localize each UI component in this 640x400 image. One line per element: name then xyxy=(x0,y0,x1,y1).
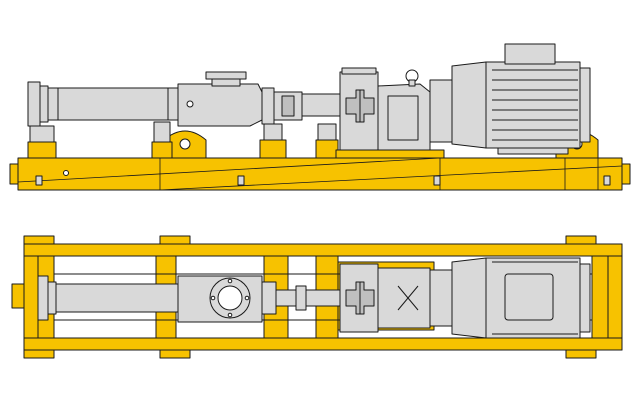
motor-foot xyxy=(497,147,569,155)
top-gearbox-housing xyxy=(377,267,431,329)
bottom-frame-rail xyxy=(23,337,623,351)
bolt-icon xyxy=(186,100,194,108)
anchor-bolt xyxy=(603,175,611,186)
frame-corner-tab xyxy=(159,349,191,359)
gearbox-cross-icon xyxy=(397,285,419,311)
top-shaft-collar xyxy=(295,285,307,311)
side-coupling xyxy=(339,67,379,151)
side-inlet-flange-right xyxy=(621,163,631,185)
bearing-housing xyxy=(261,87,275,125)
anchor-bolt xyxy=(35,175,43,186)
top-coupling xyxy=(339,263,379,333)
top-bearing-housing xyxy=(261,281,277,315)
drive-base-plate xyxy=(335,149,445,159)
terminal-box xyxy=(504,43,556,65)
side-anchor-bolts xyxy=(35,175,611,186)
pump-foot xyxy=(317,123,337,141)
support-pedestal xyxy=(315,139,339,159)
side-base-diagonal xyxy=(17,157,441,183)
side-inlet-flange-left xyxy=(9,163,19,185)
anchor-bolt xyxy=(237,175,245,186)
side-pump xyxy=(27,71,343,127)
side-base-beam xyxy=(17,157,623,191)
flange-bolt-icon xyxy=(227,278,233,284)
flange-bolt-icon xyxy=(244,295,250,301)
anchor-bolt xyxy=(433,175,441,186)
flange-bolt-icon xyxy=(210,295,216,301)
pump-foot xyxy=(29,125,55,143)
top-terminal-box xyxy=(504,273,554,321)
motor-flange xyxy=(429,79,453,143)
top-drive-shaft xyxy=(275,289,343,307)
pump-foot xyxy=(153,121,171,143)
support-pedestal xyxy=(27,141,57,159)
cross-member xyxy=(591,255,609,339)
frame-corner-tab xyxy=(159,235,191,245)
top-view xyxy=(11,235,623,359)
lifting-eye-stem xyxy=(408,79,416,87)
bearing-window-slot xyxy=(281,95,295,117)
side-base-diagonal-lower xyxy=(159,165,623,191)
side-pump-feet xyxy=(29,121,337,143)
pump-foot xyxy=(263,123,283,141)
gearbox-inner xyxy=(387,95,419,141)
side-motor xyxy=(429,43,591,155)
top-motor-body xyxy=(451,257,487,339)
support-pedestal xyxy=(151,141,173,159)
suction-flange-plate xyxy=(39,85,49,123)
side-view xyxy=(9,43,631,191)
top-stator-tube xyxy=(55,283,179,313)
top-frame-rail xyxy=(23,243,623,257)
motor-stator xyxy=(485,61,581,149)
lifting-lug-hole-icon xyxy=(179,138,191,150)
side-base-frame xyxy=(9,157,631,191)
frame-corner-tab xyxy=(23,235,55,245)
discharge-port-icon xyxy=(217,285,243,311)
side-gearbox xyxy=(377,69,431,151)
side-pump-supports xyxy=(27,139,445,159)
top-suction-flange xyxy=(37,275,49,321)
motor-body xyxy=(451,61,487,149)
suction-flange xyxy=(27,81,41,127)
top-gearbox xyxy=(377,267,431,329)
drive-shaft-housing xyxy=(301,93,343,117)
frame-corner-tab xyxy=(565,349,597,359)
top-motor-flange xyxy=(429,269,453,327)
top-motor xyxy=(429,257,591,339)
coupling-guard-top xyxy=(341,67,377,75)
frame-corner-tab xyxy=(23,349,55,359)
top-suction-plate xyxy=(47,281,57,315)
top-motor-fan-cover xyxy=(579,263,591,333)
end-flange-left xyxy=(11,283,25,309)
stator-tube xyxy=(47,87,179,121)
motor-fan-cover xyxy=(579,67,591,143)
frame-corner-tab xyxy=(565,235,597,245)
discharge-flange xyxy=(205,71,247,80)
flange-bolt-icon xyxy=(227,312,233,318)
top-pump xyxy=(37,275,343,323)
support-pedestal xyxy=(259,139,287,159)
side-drain-hole-icon xyxy=(63,170,69,176)
